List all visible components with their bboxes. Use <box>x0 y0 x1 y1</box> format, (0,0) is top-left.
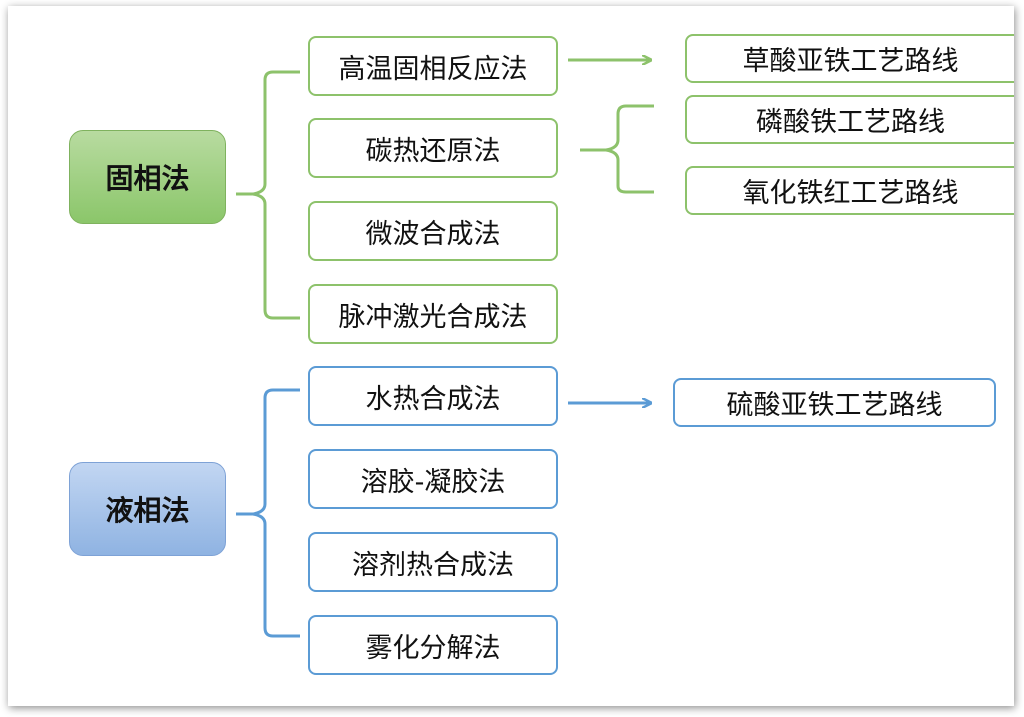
route-label: 氧化铁红工艺路线 <box>742 178 959 209</box>
method-spray-pyrolysis: 雾化分解法 <box>308 615 558 675</box>
route-ferrous-sulfate: 硫酸亚铁工艺路线 <box>673 378 996 427</box>
method-label: 溶胶-凝胶法 <box>360 466 506 498</box>
method-high-temp-solid: 高温固相反应法 <box>308 36 558 96</box>
method-sol-gel: 溶胶-凝胶法 <box>308 449 558 509</box>
liquid-bracket <box>236 388 300 638</box>
route-label: 草酸亚铁工艺路线 <box>742 46 959 77</box>
solid-phase-title: 固相法 <box>105 162 190 195</box>
liquid-phase-root: 液相法 <box>69 462 226 556</box>
method-label: 溶剂热合成法 <box>352 549 514 581</box>
carbothermal-bracket <box>580 104 654 194</box>
solid-phase-root: 固相法 <box>69 130 226 224</box>
method-label: 水热合成法 <box>365 383 501 415</box>
method-label: 雾化分解法 <box>365 632 501 664</box>
method-label: 高温固相反应法 <box>338 53 528 85</box>
route-label: 硫酸亚铁工艺路线 <box>726 390 943 421</box>
route-iron-phosphate: 磷酸铁工艺路线 <box>685 95 1014 144</box>
method-carbothermal: 碳热还原法 <box>308 118 558 178</box>
method-microwave: 微波合成法 <box>308 201 558 261</box>
liquid-phase-title: 液相法 <box>105 494 190 527</box>
solid-bracket <box>236 70 300 320</box>
route-label: 磷酸铁工艺路线 <box>756 107 945 138</box>
route-ferrous-oxalate: 草酸亚铁工艺路线 <box>685 34 1014 83</box>
connectors <box>236 6 654 638</box>
method-solvothermal: 溶剂热合成法 <box>308 532 558 592</box>
method-pulsed-laser: 脉冲激光合成法 <box>308 284 558 344</box>
route-iron-oxide-red: 氧化铁红工艺路线 <box>685 166 1014 215</box>
method-label: 脉冲激光合成法 <box>338 301 528 333</box>
diagram-frame: 固相法 高温固相反应法 碳热还原法 微波合成法 脉冲激光合成法 草酸亚铁工艺路线… <box>8 6 1014 706</box>
method-label: 碳热还原法 <box>365 135 501 167</box>
method-label: 微波合成法 <box>365 218 501 250</box>
method-hydrothermal: 水热合成法 <box>308 366 558 426</box>
